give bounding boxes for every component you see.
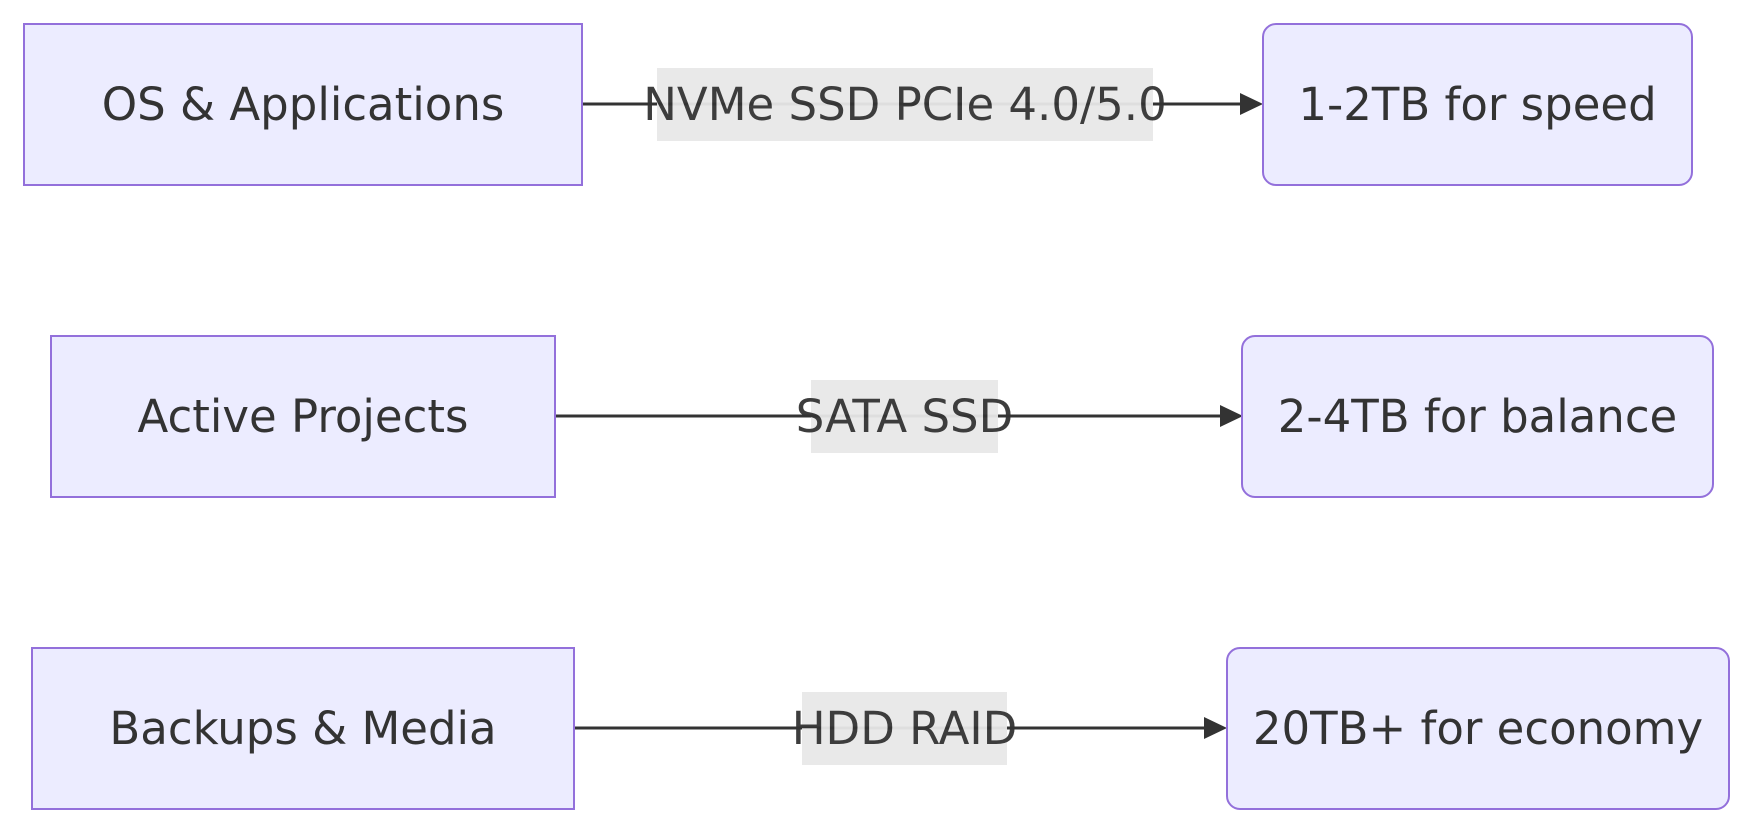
arrow-projects-to-sata xyxy=(1220,405,1243,427)
node-20tb-economy: 20TB+ for economy xyxy=(1226,647,1730,810)
edge-label-hdd-raid-text: HDD RAID xyxy=(791,702,1018,755)
node-os-applications-label: OS & Applications xyxy=(101,78,505,131)
arrow-os-to-nvme xyxy=(1240,93,1263,115)
node-2-4tb-balance-label: 2-4TB for balance xyxy=(1277,390,1678,443)
node-1-2tb-speed: 1-2TB for speed xyxy=(1262,23,1693,186)
node-2-4tb-balance: 2-4TB for balance xyxy=(1241,335,1714,498)
edge-label-nvme-ssd-text: NVMe SSD PCIe 4.0/5.0 xyxy=(643,78,1167,131)
node-20tb-economy-label: 20TB+ for economy xyxy=(1252,702,1704,755)
node-os-applications: OS & Applications xyxy=(23,23,583,186)
node-backups-media-label: Backups & Media xyxy=(109,702,497,755)
node-active-projects: Active Projects xyxy=(50,335,556,498)
node-1-2tb-speed-label: 1-2TB for speed xyxy=(1298,78,1657,131)
edge-label-sata-ssd: SATA SSD xyxy=(796,380,1013,453)
node-backups-media: Backups & Media xyxy=(31,647,575,810)
edge-label-nvme-ssd: NVMe SSD PCIe 4.0/5.0 xyxy=(643,68,1167,141)
edge-label-sata-ssd-text: SATA SSD xyxy=(795,390,1014,443)
node-active-projects-label: Active Projects xyxy=(137,390,469,443)
edge-label-hdd-raid: HDD RAID xyxy=(792,692,1017,765)
arrow-backups-to-hdd xyxy=(1204,717,1227,739)
